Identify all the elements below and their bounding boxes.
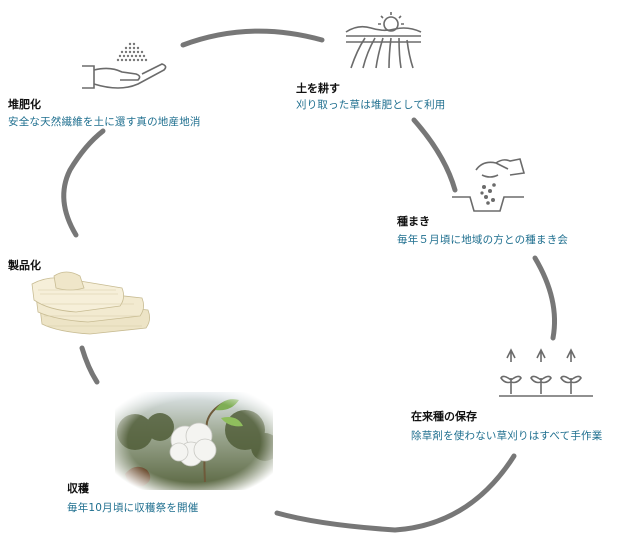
step-desc-sowing: 毎年５月頃に地域の方との種まき会	[397, 234, 569, 246]
arc-production-to-composting	[61, 128, 106, 238]
step-desc-harvest: 毎年10月頃に収穫祭を開催	[67, 502, 199, 514]
step-desc-seed-saving: 除草剤を使わない草刈りはすべて手作業	[411, 430, 603, 442]
arc-composting-to-tilling	[180, 28, 325, 48]
step-title-tilling: 土を耕す	[296, 82, 340, 95]
step-desc-tilling: 刈り取った草は堆肥として利用	[296, 99, 446, 111]
hand-sowing-seeds-icon	[452, 158, 526, 212]
cotton-boll-photo	[115, 392, 273, 490]
arc-seed-to-harvest	[274, 453, 517, 533]
field-sunrise-icon	[345, 12, 422, 69]
step-title-harvest: 収穫	[67, 482, 89, 495]
hand-compost-icon	[82, 42, 167, 89]
step-desc-composting: 安全な天然繊維を土に還す真の地産地消	[8, 116, 201, 128]
step-title-production: 製品化	[8, 259, 41, 272]
step-title-seed-saving: 在来種の保存	[411, 410, 477, 423]
step-title-composting: 堆肥化	[8, 98, 41, 111]
arc-harvest-to-production	[79, 345, 100, 385]
arc-sowing-to-seed	[532, 255, 558, 341]
cotton-fabric-photo	[31, 271, 150, 335]
arc-tilling-to-sowing	[411, 117, 458, 193]
step-title-sowing: 種まき	[397, 215, 430, 228]
sprouts-watering-icon	[499, 348, 593, 397]
